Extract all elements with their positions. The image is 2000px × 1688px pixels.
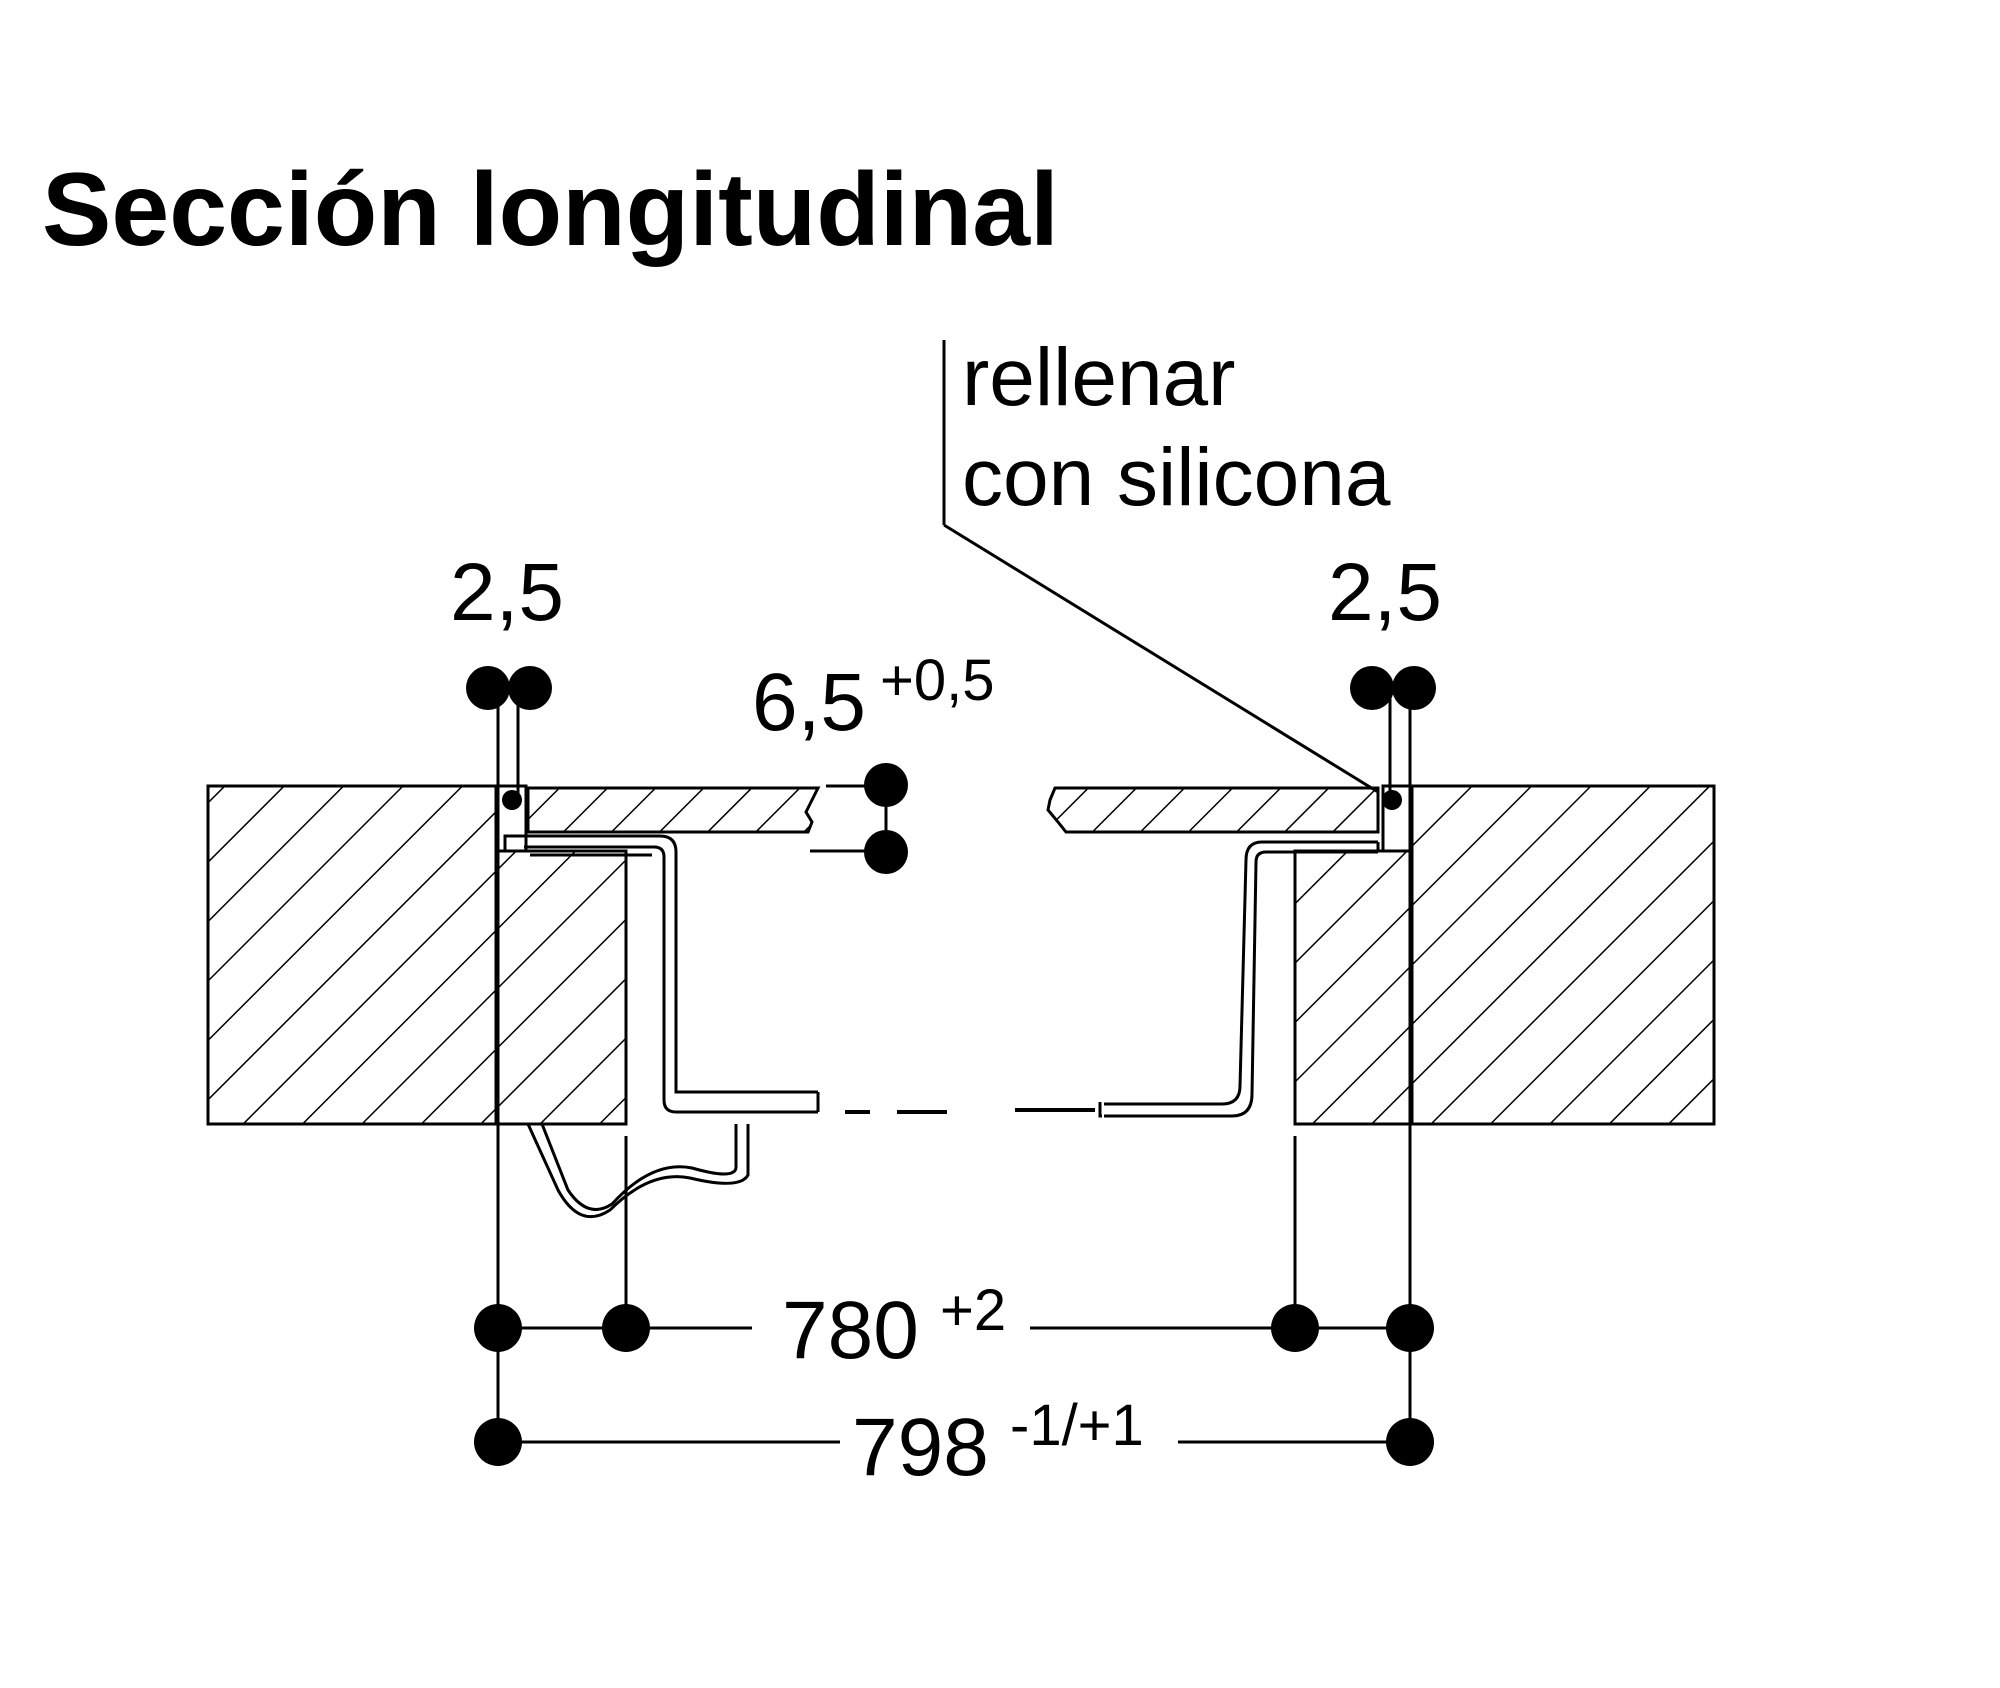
hob-housing-left <box>503 834 947 1114</box>
dim-thickness-tolerance: +0,5 <box>880 648 995 713</box>
dim-thickness-value: 6,5 <box>752 657 866 748</box>
hob-housing-right <box>1015 840 1380 1118</box>
countertop-right <box>1293 784 1716 1126</box>
dim-overall-tolerance: -1/+1 <box>1010 1393 1144 1458</box>
annotation-line1: rellenar <box>962 332 1235 423</box>
countertop-left <box>206 784 628 1126</box>
silicone-annotation: rellenar con silicona <box>942 332 1391 794</box>
dim-gap-left-label: 2,5 <box>450 547 564 638</box>
dim-cutout: 780 +2 <box>474 1278 1434 1376</box>
dim-overall-value: 798 <box>852 1402 989 1493</box>
dim-overall: 798 -1/+1 <box>474 1393 1434 1493</box>
dim-thickness: 6,5 +0,5 <box>752 648 995 874</box>
cable-left <box>526 1123 750 1219</box>
page-title: Sección longitudinal <box>42 152 1059 268</box>
glass-plate-right <box>1046 786 1380 834</box>
dim-gap-left: 2,5 <box>450 547 564 810</box>
dim-gap-right: 2,5 <box>1328 547 1442 810</box>
annotation-line2: con silicona <box>962 432 1391 523</box>
dim-cutout-value: 780 <box>782 1285 919 1376</box>
dim-gap-right-label: 2,5 <box>1328 547 1442 638</box>
dim-cutout-tolerance: +2 <box>940 1278 1006 1343</box>
glass-plate-left <box>526 786 821 834</box>
